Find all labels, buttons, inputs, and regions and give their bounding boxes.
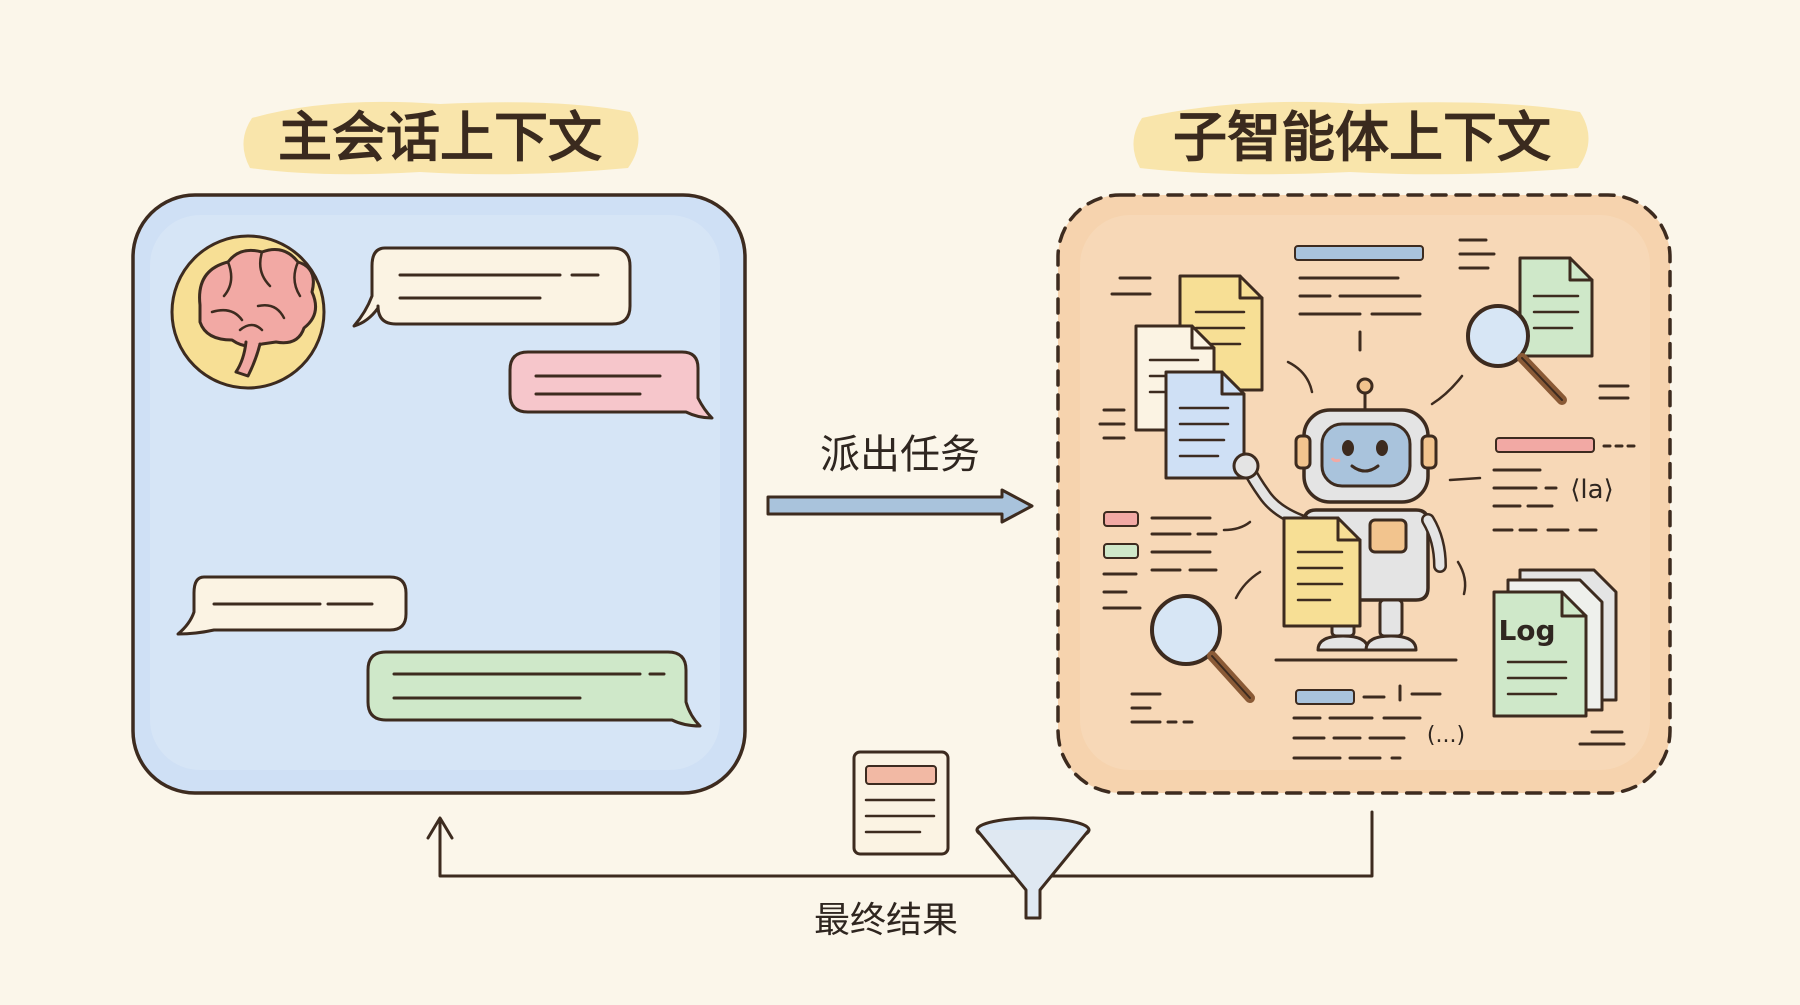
main-context-panel — [131, 193, 747, 795]
return-path: 最终结果 — [426, 750, 1374, 941]
title-highlight — [243, 101, 639, 175]
sub-panel-border — [1056, 193, 1672, 795]
chat-bubble-4 — [366, 650, 702, 728]
subagent-context-panel: ⟨la⟩ — [1056, 193, 1672, 795]
magnifier-icon — [1466, 304, 1567, 405]
subagent-context-title: 子智能体上下文 — [1133, 101, 1589, 175]
main-panel-border — [131, 193, 747, 795]
text-lines — [1098, 238, 1630, 440]
funnel-icon — [975, 816, 1091, 920]
dispatch-arrow-label: 派出任务 — [820, 432, 980, 478]
title-highlight — [1133, 101, 1589, 175]
chat-bubble-3 — [176, 575, 408, 636]
main-context-title: 主会话上下文 — [243, 101, 639, 175]
chat-bubble-2 — [508, 350, 714, 420]
log-file-icon: Log — [1492, 568, 1618, 718]
document-icon — [1518, 256, 1594, 358]
dispatch-arrow-shape — [766, 488, 1034, 524]
code-snippet-text: ⟨la⟩ — [1570, 475, 1613, 505]
log-file-label: Log — [1498, 614, 1555, 647]
return-path-label: 最终结果 — [814, 900, 958, 941]
subagent-context-title-text: 子智能体上下文 — [1173, 106, 1551, 169]
dispatch-arrow: 派出任务 — [766, 432, 1034, 524]
document-icon — [1164, 370, 1246, 480]
return-arrowhead — [426, 816, 454, 840]
main-context-title-text: 主会话上下文 — [278, 106, 602, 169]
result-document-icon — [852, 750, 950, 856]
magnifier-icon — [1150, 594, 1255, 703]
brain-icon — [170, 234, 326, 390]
document-icon — [1282, 516, 1362, 628]
chat-bubble-1 — [352, 246, 632, 328]
code-snippet-text-2: (...) — [1427, 723, 1465, 748]
return-path-line — [438, 810, 1374, 878]
